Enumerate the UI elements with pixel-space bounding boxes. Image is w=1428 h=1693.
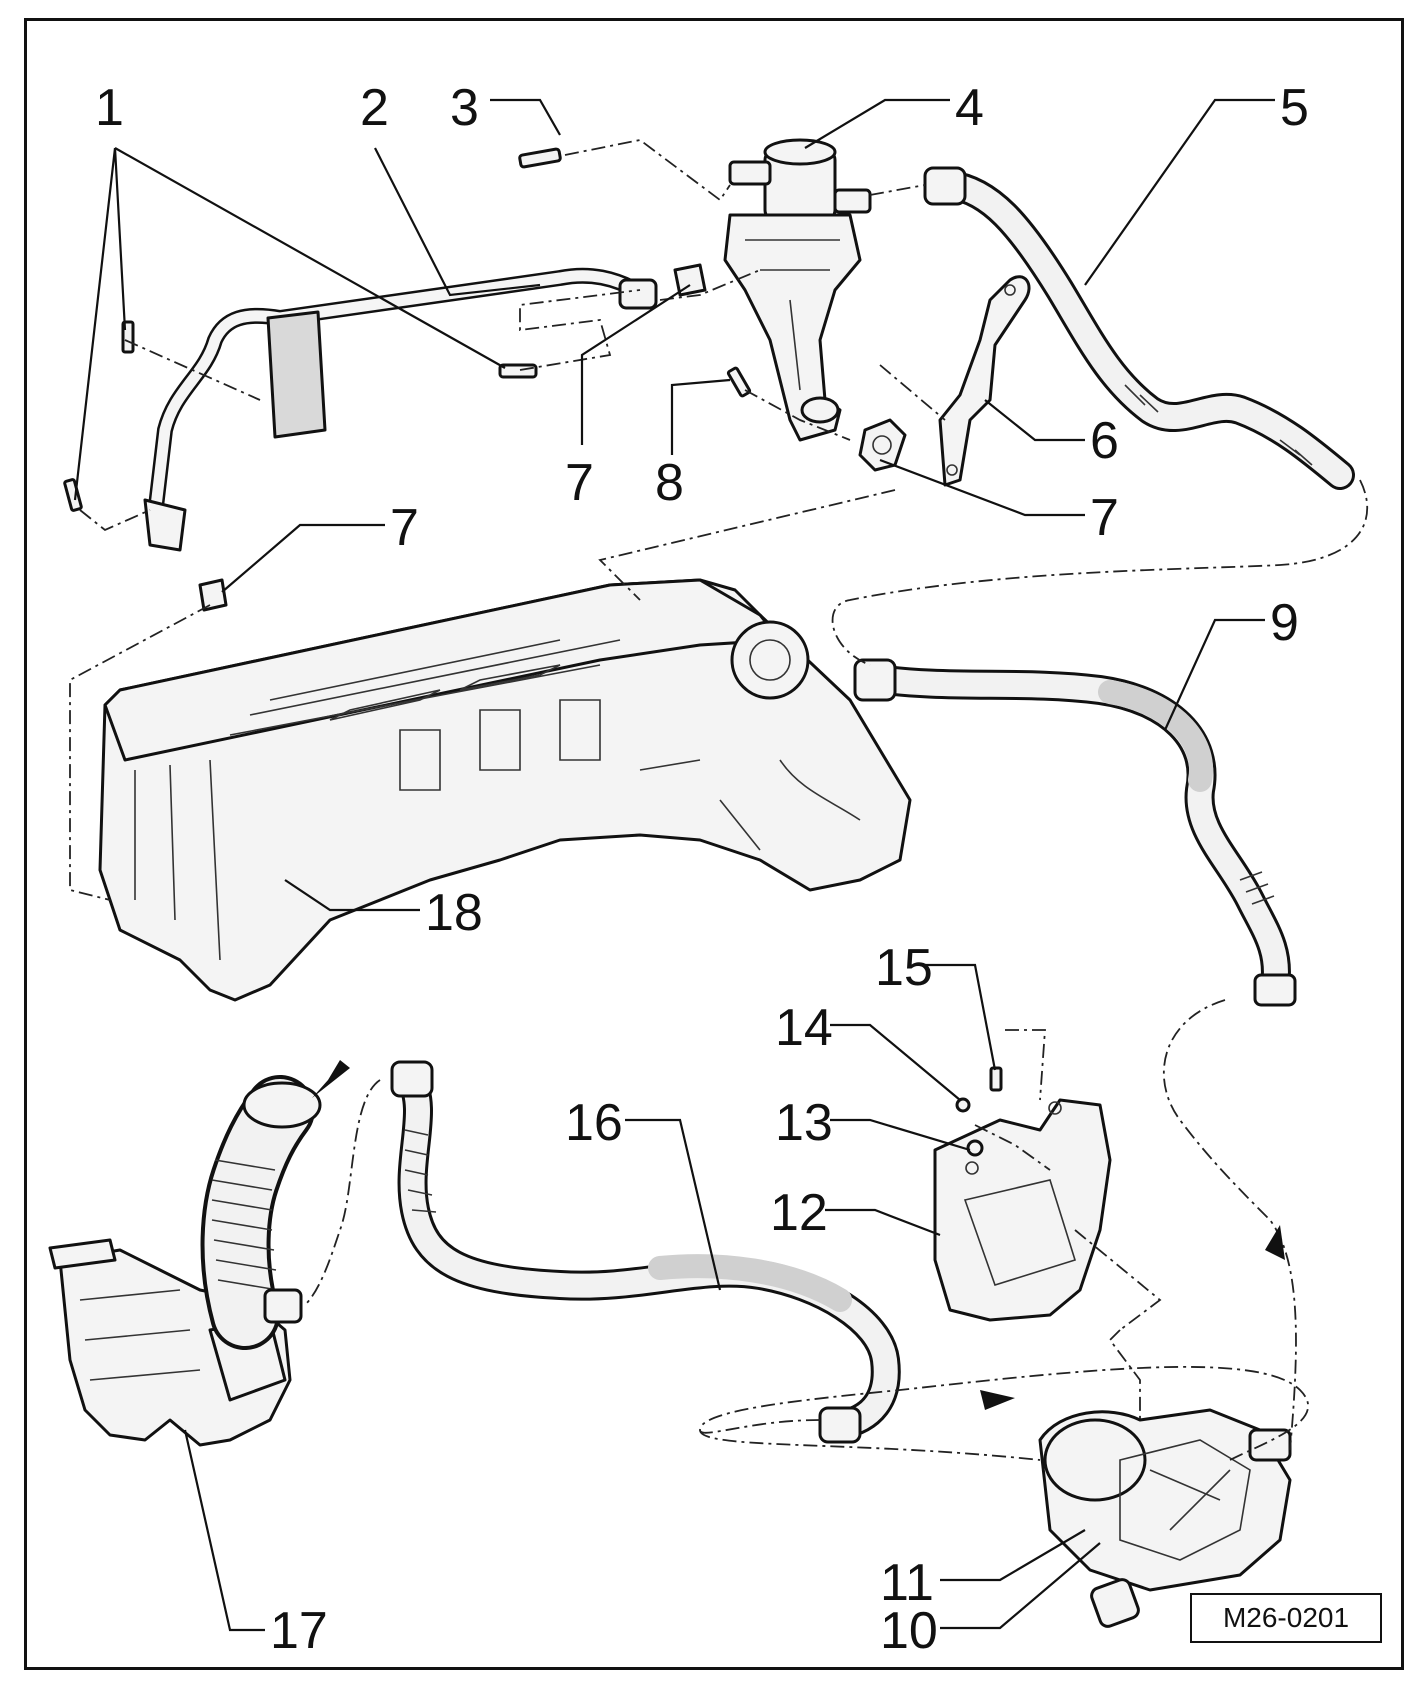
- hose-part: [390, 1060, 901, 1444]
- callout-7: 7: [1090, 489, 1119, 547]
- leader-lines: [73, 98, 1275, 1632]
- callout-14: 14: [775, 999, 833, 1057]
- bracket-part: [938, 275, 1031, 487]
- callout-17: 17: [270, 1602, 328, 1660]
- flow-arrow-icon: [312, 1060, 350, 1098]
- flow-arrow-icon: [1265, 1225, 1285, 1260]
- flow-arrow-icon: [980, 1390, 1015, 1410]
- callout-4: 4: [955, 79, 984, 137]
- callout-11: 11: [880, 1554, 934, 1612]
- pipe-part: [143, 267, 658, 552]
- callout-3: 3: [450, 79, 479, 137]
- flow-arrows: [312, 1060, 1285, 1410]
- callout-12: 12: [770, 1184, 828, 1242]
- callout-7: 7: [390, 499, 419, 557]
- callout-2: 2: [360, 79, 389, 137]
- gasket-part: [858, 418, 907, 472]
- intake-manifold-part: [98, 578, 912, 1002]
- hose-part: [923, 166, 1355, 490]
- figure-reference-code: M26-0201: [1190, 1593, 1382, 1643]
- connector-part: [1090, 1578, 1140, 1628]
- hose-part: [853, 658, 1297, 1007]
- pump-housing-part: [1038, 1408, 1292, 1592]
- callout-16: 16: [565, 1094, 623, 1152]
- callout-8: 8: [655, 454, 684, 512]
- callout-18: 18: [425, 884, 483, 942]
- intake-duct-part: [200, 1075, 322, 1350]
- callout-10: 10: [880, 1602, 938, 1660]
- callout-6: 6: [1090, 412, 1119, 470]
- cover-part: [933, 1098, 1112, 1322]
- callout-15: 15: [875, 939, 933, 997]
- callout-1: 1: [95, 79, 124, 137]
- callout-labels: 1 2 3 4 5 6 7 8 7 7 9 18 15 14 13 16 12 …: [95, 79, 1309, 1660]
- valve-part: [723, 138, 872, 442]
- callout-13: 13: [775, 1094, 833, 1152]
- callout-9: 9: [1270, 594, 1299, 652]
- assembly-lines: [69, 139, 1369, 1461]
- callout-5: 5: [1280, 79, 1309, 137]
- callout-7: 7: [565, 454, 594, 512]
